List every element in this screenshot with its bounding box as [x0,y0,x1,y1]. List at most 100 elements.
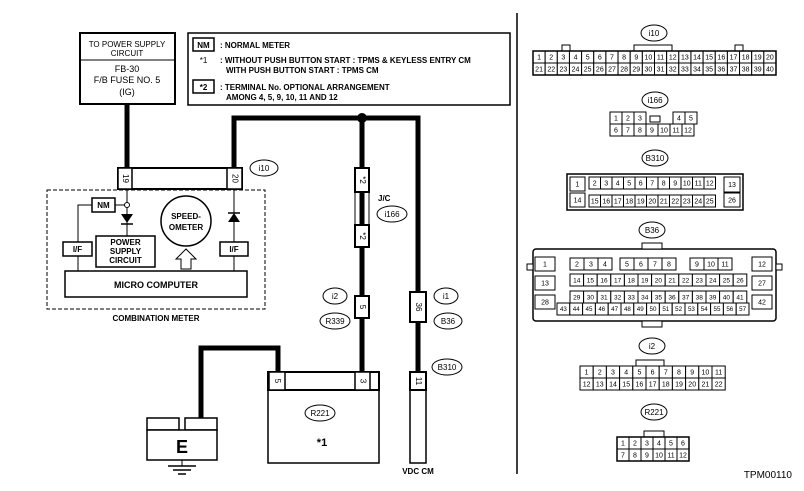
face-i10-pin-16: 16 [717,55,725,62]
wire-pin-36: 36 [414,303,423,312]
conn-b310-label: B310 [438,363,457,372]
face-r221-pin-4: 4 [657,441,661,448]
meter-pin-19: 19 [121,174,130,183]
face-i10-pin-7: 7 [610,55,614,62]
face-b36-pin-1-cell [534,256,556,272]
conn-r339-label: R339 [325,317,345,326]
face-i2-title-oval [638,337,666,355]
face-r221-pin-11: 11 [667,453,674,460]
legend-star2-key: *2 [200,83,208,92]
inline-connector-i1-b36: 36 i1 B36 [409,287,463,330]
face-b310-pin-12-cell [703,176,716,190]
face-b36-pin-11: 11 [721,262,728,269]
nm-label: NM [97,201,110,210]
face-b36-pin-39: 39 [709,294,717,301]
face-b36-pin-13-cell [534,275,556,291]
face-b36-pin-16: 16 [600,277,608,284]
face-b36-pin-21: 21 [668,277,676,284]
face-b36-pin-30: 30 [587,294,595,301]
supply-title-2: CIRCUIT [111,49,144,58]
face-i2-pin-5: 5 [637,370,641,377]
face-i10-pin-4: 4 [574,55,578,62]
face-r221-pin-8: 8 [633,453,637,460]
face-b310-title-oval [641,149,669,167]
face-r221-pin-10: 10 [655,453,663,460]
face-i166-pin-10: 10 [660,128,668,135]
inline-connector-i2-r339: i2 5 R339 [319,287,370,330]
power-supply-label-1: POWER [110,238,140,247]
face-b36-pin-49: 49 [637,306,644,313]
face-i10-pin-17: 17 [730,55,738,62]
face-i10-pin-30: 30 [645,67,653,74]
face-i10-pin-8: 8 [622,55,626,62]
face-b36-pin-17: 17 [614,277,622,284]
face-i10-pin-31: 31 [657,67,665,74]
face-i10-pin-24: 24 [572,67,580,74]
power-supply-box: TO POWER SUPPLY CIRCUIT FB-30 F/B FUSE N… [79,32,176,105]
face-b36-pin-52: 52 [675,306,682,313]
face-i2-pin-21: 21 [702,382,710,389]
face-r221-pin-2: 2 [633,441,637,448]
face-i10-pin-1: 1 [537,55,541,62]
face-b36-title-oval [638,221,666,239]
face-b310-pin-11: 11 [695,181,702,188]
face-i10-pin-19: 19 [754,55,762,62]
face-i10-pin-3: 3 [561,55,565,62]
face-b36-pin-19: 19 [641,277,649,284]
face-b36-pin-57-cell [735,302,750,316]
face-r221-pin-9: 9 [645,453,649,460]
face-i166-pin-3: 3 [638,116,642,123]
face-i2-pin-19: 19 [675,382,683,389]
face-b310-pin-13-cell [723,176,741,193]
vdc-cm-label: VDC CM [402,467,434,476]
face-i166-pin-4: 4 [677,116,681,123]
face-b36-pin-20: 20 [655,277,663,284]
face-b36-pin-57: 57 [739,306,746,313]
if-right-label: I/F [229,245,238,254]
splice-point [357,113,367,123]
connector-i10-meter: 19 20 i10 [117,159,279,190]
speedometer-label-1: SPEED- [171,212,201,221]
face-b36-pin-34: 34 [641,294,649,301]
face-b310-pin-26-cell [723,192,741,208]
face-i10-pin-9: 9 [634,55,638,62]
conn-i1-label: i1 [443,292,450,301]
face-i166-key [649,115,661,123]
face-i10-title-oval [640,24,668,42]
face-i10-title: i10 [649,29,660,38]
legend-star2-line2: AMONG 4, 5, 9, 10, 11 AND 12 [226,93,338,102]
face-b36-key-left [526,263,534,271]
legend-nm-key: NM [197,41,210,50]
face-i10-pin-38: 38 [742,67,750,74]
micro-computer-label: MICRO COMPUTER [114,280,198,290]
face-i10-key-right [734,44,744,52]
face-b36-pin-4-cell [597,257,613,271]
face-b36-pin-23: 23 [696,277,704,284]
face-b36-pin-38: 38 [696,294,704,301]
face-b36-pin-24: 24 [709,277,717,284]
conn-b36-label: B36 [441,317,456,326]
face-i166-title: i166 [647,96,663,105]
face-i2-pin-7: 7 [664,370,668,377]
legend-nm-text: : NORMAL METER [220,41,290,50]
face-i10-pin-23: 23 [559,67,567,74]
face-b36-pin-51: 51 [662,306,669,313]
face-b36-pin-28-cell [534,294,556,310]
face-r221-pin-12: 12 [679,453,687,460]
face-b36-pin-26: 26 [736,277,744,284]
face-i10-key-center [633,44,673,52]
face-b36-pin-22: 22 [682,277,690,284]
face-i10-pin-33: 33 [681,67,689,74]
face-i2-pin-20: 20 [688,382,696,389]
face-b310-title: B310 [646,154,665,163]
face-b310-pin-22: 22 [671,199,679,206]
face-i10-pin-2: 2 [549,55,553,62]
face-i10-pin-36: 36 [717,67,725,74]
conn-i2-label: i2 [332,292,339,301]
face-i2-pin-6: 6 [651,370,655,377]
face-b310-pin-25: 25 [706,199,714,206]
combination-meter: MICRO COMPUTER I/F NM POWER SUPPLY CIRCU… [46,189,266,323]
ground-e: E [146,417,218,475]
face-b310-pin-1: 1 [576,182,580,189]
vdc-pin-11: 11 [414,377,423,386]
